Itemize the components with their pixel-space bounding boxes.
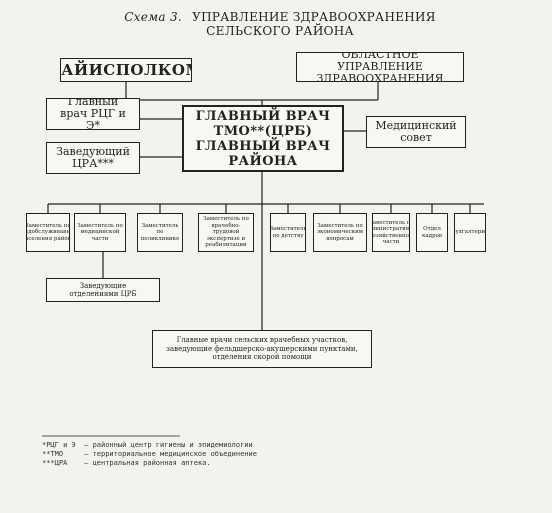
node-deputy-5: Заместитель по детству (270, 213, 306, 252)
node-deputy-7: Заместитель по административно-хозяйстве… (372, 213, 410, 252)
node-med-sovet-label: Медицинский совет (375, 119, 457, 144)
node-deputy-9-label: Бухгалтерия (455, 229, 486, 236)
node-oblast-label: ОБЛАСТНОЕ УПРАВЛЕНИЕ ЗДРАВООХРАНЕНИЯ (316, 52, 444, 82)
node-oblast: ОБЛАСТНОЕ УПРАВЛЕНИЕ ЗДРАВООХРАНЕНИЯ (296, 52, 464, 82)
title-line-2: СЕЛЬСКОГО РАЙОНА (206, 24, 354, 38)
node-deputy-2: Заместитель по медицинской части (74, 213, 126, 252)
node-main-line-4: РАЙОНА (228, 153, 298, 169)
footnote-1: *РЦГ и Э — районный центр гигиены и эпид… (42, 441, 253, 449)
footnote-2: **ТМО — территориальное медицинское объе… (42, 450, 257, 458)
scheme-label: Схема 3. (124, 10, 183, 24)
node-glavvrach-rcg: Главный врач РЦГ и Э* (46, 98, 140, 130)
node-main-line-2: ТМО**(ЦРБ) (213, 123, 313, 139)
node-raiispolkom: РАЙИСПОЛКОМ (60, 58, 192, 82)
node-deputy-6-label: Заместитель по экономическим вопросам (316, 222, 364, 242)
diagram-title: Схема 3. УПРАВЛЕНИЕ ЗДРАВООХРАНЕНИЯ СЕЛЬ… (100, 10, 460, 38)
node-deputy-2-label: Заместитель по медицинской части (77, 222, 123, 242)
node-rural: Главные врачи сельских врачебных участко… (152, 330, 372, 368)
node-zav-otdel-label: Заведующие отделениями ЦРБ (69, 281, 137, 299)
node-deputy-7-label: Заместитель по административно-хозяйстве… (372, 219, 410, 246)
node-deputy-4-label: Заместитель по врачебно-трудовой эксперт… (203, 216, 249, 249)
node-deputy-3: Заместитель по поликлинике (137, 213, 183, 252)
node-zav-cra: Заведующий ЦРА*** (46, 142, 140, 174)
node-deputy-1: Заместитель по медобслуживанию населения… (26, 213, 70, 252)
node-deputy-9: Бухгалтерия (454, 213, 486, 252)
node-zav-otdel: Заведующие отделениями ЦРБ (46, 278, 160, 302)
node-deputy-3-label: Заместитель по поликлинике (140, 222, 180, 242)
node-rural-label: Главные врачи сельских врачебных участко… (166, 336, 358, 362)
node-deputy-6: Заместитель по экономическим вопросам (313, 213, 367, 252)
node-deputy-8-label: Отдел кадров (421, 226, 443, 239)
node-main-line-1: ГЛАВНЫЙ ВРАЧ (195, 108, 331, 124)
node-deputy-5-label: Заместитель по детству (270, 226, 306, 239)
node-zav-cra-label: Заведующий ЦРА*** (56, 145, 130, 170)
node-main-line-3: ГЛАВНЫЙ ВРАЧ (195, 138, 331, 154)
node-main: ГЛАВНЫЙ ВРАЧ ТМО**(ЦРБ) ГЛАВНЫЙ ВРАЧ РАЙ… (182, 105, 344, 172)
node-deputy-4: Заместитель по врачебно-трудовой эксперт… (198, 213, 254, 252)
node-deputy-8: Отдел кадров (416, 213, 448, 252)
node-deputy-1-label: Заместитель по медобслуживанию населения… (26, 222, 69, 242)
node-glavvrach-rcg-label: Главный врач РЦГ и Э* (60, 98, 126, 130)
node-raiispolkom-label: РАЙИСПОЛКОМ (61, 61, 191, 79)
footnote-3: ***ЦРА — центральная районная аптека. (42, 459, 211, 467)
title-line-1: УПРАВЛЕНИЕ ЗДРАВООХРАНЕНИЯ (192, 10, 436, 24)
node-med-sovet: Медицинский совет (366, 116, 466, 148)
